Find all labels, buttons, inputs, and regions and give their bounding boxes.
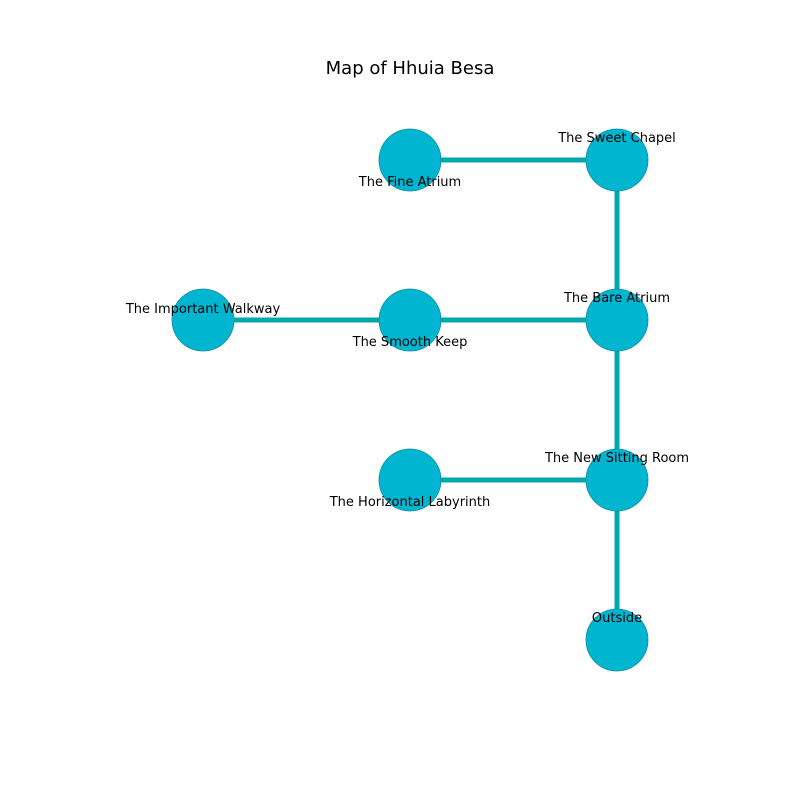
room-node-sweet-chapel [585,128,649,192]
room-label-sweet-chapel: The Sweet Chapel [557,131,676,146]
room-node-outside [585,608,649,672]
room-node-important-walkway [171,288,235,352]
room-label-new-sitting-room: The New Sitting Room [544,451,689,466]
room-label-important-walkway: The Important Walkway [125,302,281,317]
room-label-smooth-keep: The Smooth Keep [352,335,468,350]
room-label-bare-atrium: The Bare Atrium [563,291,670,306]
rooms-layer [171,128,649,672]
room-label-outside: Outside [592,611,642,626]
connections-layer [203,157,620,640]
room-node-bare-atrium [585,288,649,352]
room-label-fine-atrium: The Fine Atrium [358,175,461,190]
room-node-fine-atrium [378,128,442,192]
room-label-horizontal-labyrinth: The Horizontal Labyrinth [329,495,491,510]
room-node-new-sitting-room [585,448,649,512]
room-node-horizontal-labyrinth [378,448,442,512]
room-node-smooth-keep [378,288,442,352]
map-title: Map of Hhuia Besa [326,58,495,79]
